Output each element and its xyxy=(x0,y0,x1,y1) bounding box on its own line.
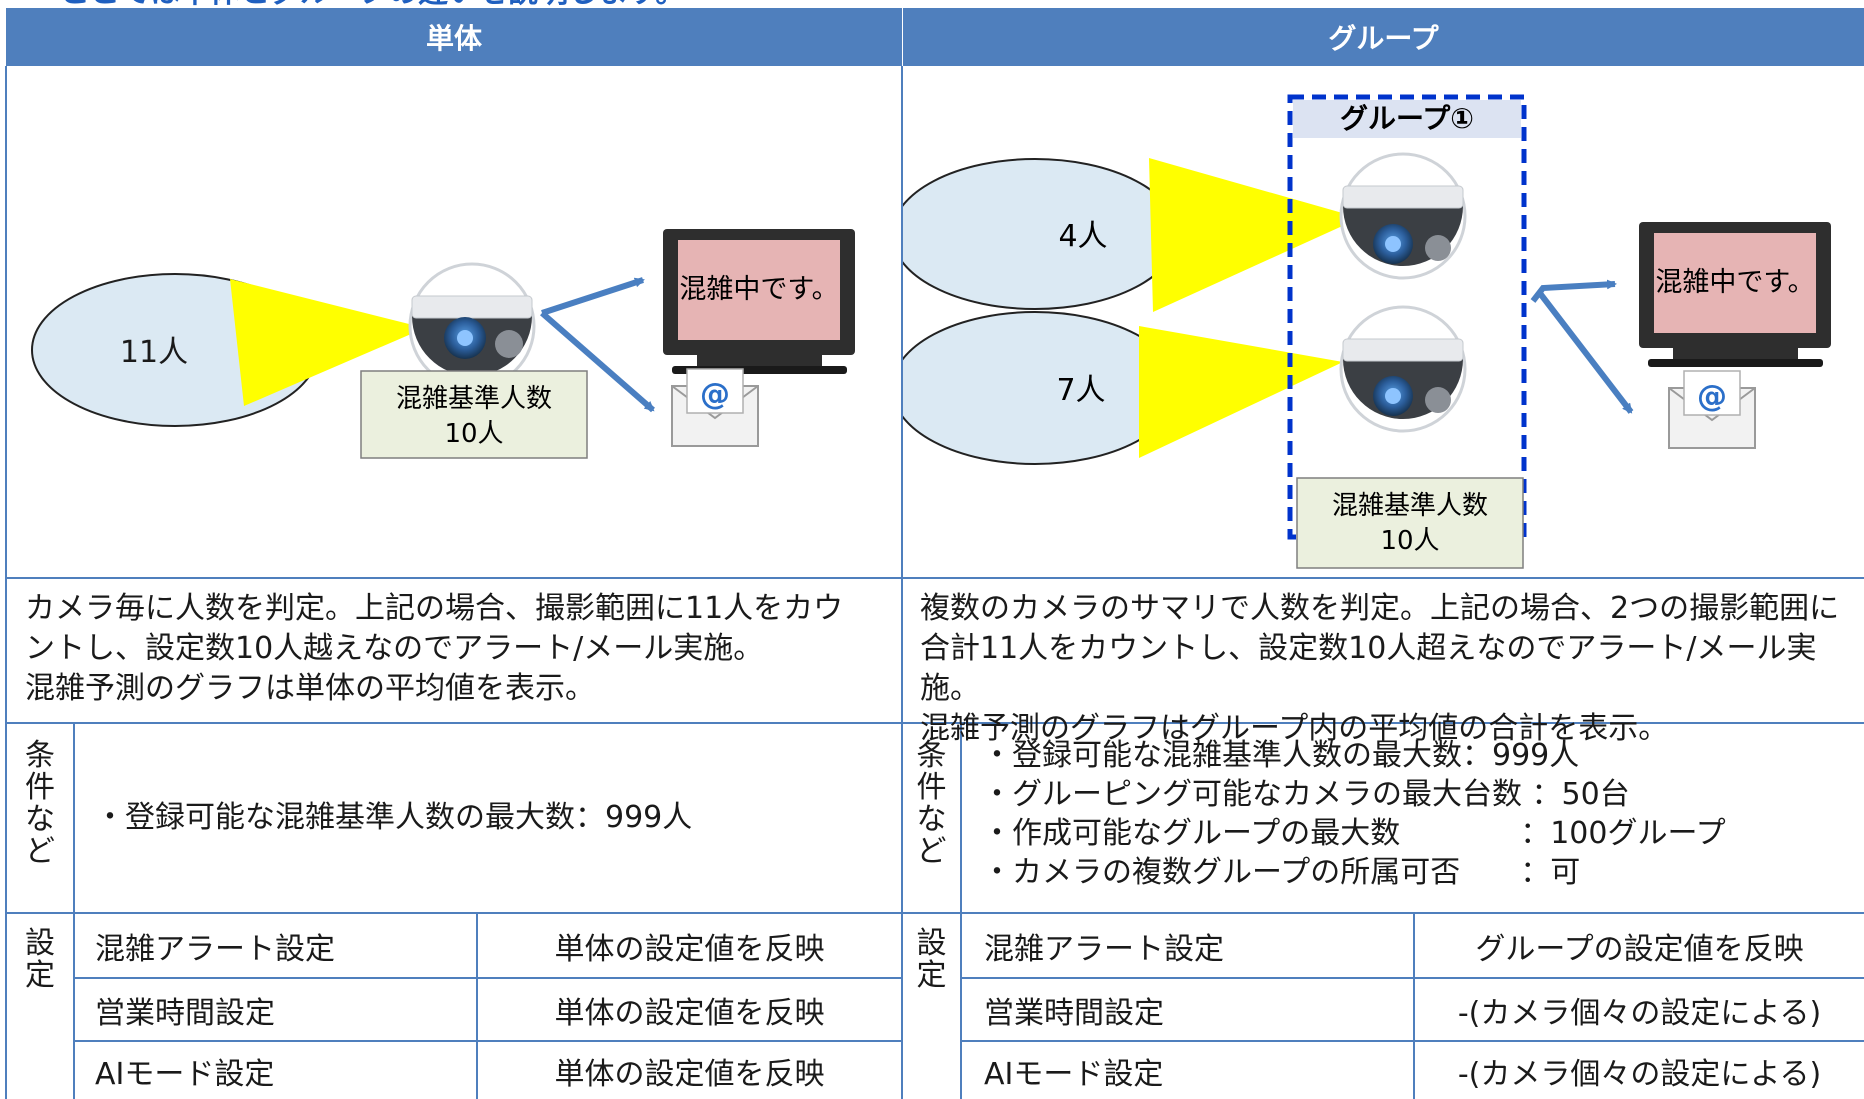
group-people-area-2 xyxy=(903,311,1179,465)
group-label: グループ① xyxy=(1340,102,1474,135)
single-monitor-icon xyxy=(663,229,855,374)
svg-text:@: @ xyxy=(700,377,730,412)
single-mail-icon xyxy=(671,368,759,447)
single-camera-icon xyxy=(408,262,536,390)
setting-value: 単体の設定値を反映 xyxy=(554,1056,825,1092)
setting-name: AIモード設定 xyxy=(984,1056,1164,1092)
single-camera-cone xyxy=(230,279,425,406)
single-diagram: 11人 混雑基準人数 10人 混雑中です。 @ xyxy=(31,229,855,459)
grid-row-3 xyxy=(5,912,1864,914)
settings-label-group: 設 定 xyxy=(916,926,947,993)
conditions-label-single: 条 件 な ど xyxy=(25,738,55,869)
single-monitor-text: 混雑中です。 xyxy=(679,274,838,305)
top-caption: ここでは単体とグループの違いを説明します。 xyxy=(60,0,685,8)
conditions-group-line: ・グルーピング可能なカメラの最大台数 ：50台 xyxy=(982,777,1630,812)
setting-value: -(カメラ個々の設定による) xyxy=(1457,1056,1822,1092)
setting-value: 単体の設定値を反映 xyxy=(554,995,825,1031)
svg-text:混雑基準人数: 混雑基準人数 xyxy=(396,384,552,414)
conditions-label-group: 条 件 な ど xyxy=(916,738,947,869)
svg-text:10人: 10人 xyxy=(1380,526,1439,556)
conditions-group-line: ・登録可能な混雑基準人数の最大数：999人 xyxy=(982,738,1580,773)
grid-row-1 xyxy=(5,577,1864,579)
group-diagram: 4人 7人 グループ① 混雑基準人数 10人 混雑中です。 @ xyxy=(903,94,1831,569)
setting-value: -(カメラ個々の設定による) xyxy=(1457,995,1822,1031)
svg-text:4人: 4人 xyxy=(1058,219,1107,254)
description-single: カメラ毎に人数を判定。上記の場合、撮影範囲に11人をカウ ントし、設定数10人越… xyxy=(25,591,844,706)
setting-value: 単体の設定値を反映 xyxy=(554,931,825,967)
group-monitor-text: 混雑中です。 xyxy=(1655,267,1814,298)
setting-name: 営業時間設定 xyxy=(984,995,1164,1031)
group-frame xyxy=(1287,94,1527,540)
group-threshold-box xyxy=(1296,477,1524,569)
description-group: 複数のカメラのサマリで人数を判定。上記の場合、2つの撮影範囲に 合計11人をカウ… xyxy=(920,591,1840,746)
single-threshold-box xyxy=(360,370,588,459)
settings-label-single: 設 定 xyxy=(25,926,55,993)
group-camera-icon-2 xyxy=(1339,305,1467,433)
svg-text:10人: 10人 xyxy=(444,419,503,449)
setting-name: 混雑アラート設定 xyxy=(95,931,335,967)
grid-settings-row-a xyxy=(74,977,901,979)
conditions-group-line: ・カメラの複数グループの所属可否 ：可 xyxy=(982,855,1581,890)
setting-name: 混雑アラート設定 xyxy=(984,931,1224,967)
setting-name: AIモード設定 xyxy=(95,1056,275,1092)
group-label-box xyxy=(1293,100,1521,138)
group-mail-icon xyxy=(1668,370,1756,449)
grid-label-col-right xyxy=(960,722,962,1099)
group-camera-icon-1 xyxy=(1339,152,1467,280)
group-people-area-1 xyxy=(903,158,1179,310)
svg-text:混雑基準人数: 混雑基準人数 xyxy=(1332,491,1488,521)
svg-text:7人: 7人 xyxy=(1056,373,1105,408)
grid-settings-row-d xyxy=(961,1040,1864,1042)
conditions-group-line: ・作成可能なグループの最大数 ：100グループ xyxy=(982,816,1726,851)
grid-settings-row-c xyxy=(961,977,1864,979)
group-monitor-icon xyxy=(1639,222,1831,367)
setting-value: グループの設定値を反映 xyxy=(1475,931,1804,967)
grid-settings-row-b xyxy=(74,1040,901,1042)
grid-divider-center xyxy=(901,66,903,1099)
conditions-group: ・登録可能な混雑基準人数の最大数：999人 ・グルーピング可能なカメラの最大台数… xyxy=(982,736,1726,892)
group-camera-cone-1 xyxy=(1149,158,1360,312)
header-group: グループ xyxy=(903,8,1864,66)
grid-border-left xyxy=(5,66,7,1099)
group-camera-cone-2 xyxy=(1139,326,1343,458)
svg-text:@: @ xyxy=(1697,379,1727,414)
grid-row-2 xyxy=(5,722,1864,724)
grid-value-col-right xyxy=(1413,912,1415,1099)
single-people-count: 11人 xyxy=(120,335,188,370)
header-single: 単体 xyxy=(6,8,902,66)
grid-value-col-left xyxy=(476,912,478,1099)
conditions-single: ・登録可能な混雑基準人数の最大数：999人 xyxy=(95,800,693,835)
grid-label-col-left xyxy=(73,722,75,1099)
setting-name: 営業時間設定 xyxy=(95,995,275,1031)
